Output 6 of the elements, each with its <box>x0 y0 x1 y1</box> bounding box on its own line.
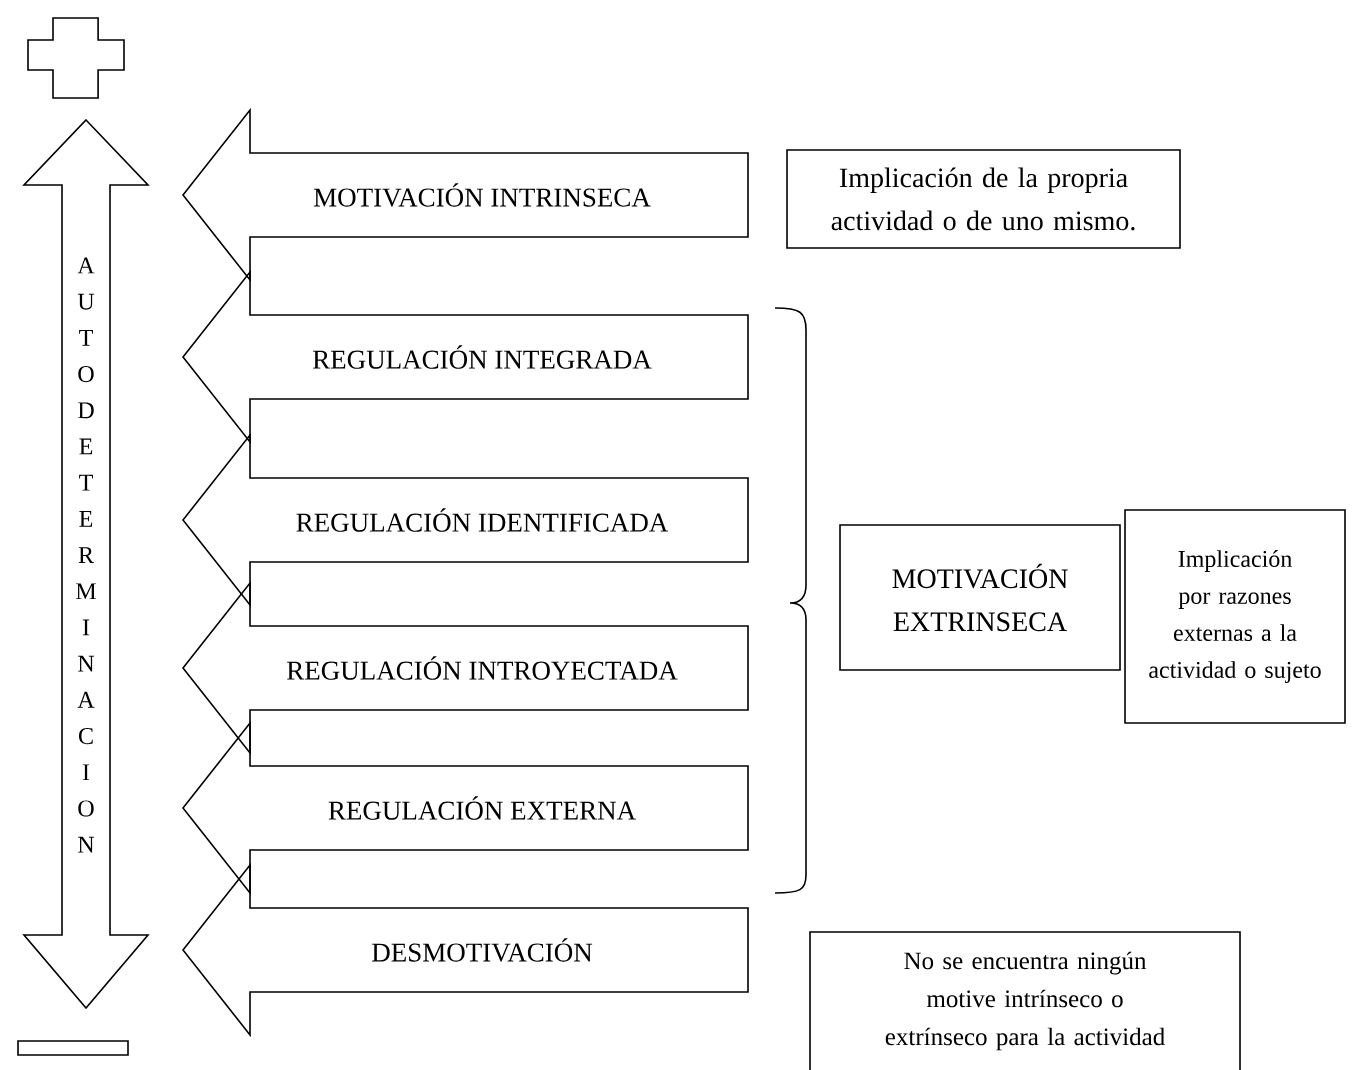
text-box: Implicación de la propria actividad o de uno mismo. <box>786 149 1181 249</box>
text-box: No se encuentra ningún motive intrínseco o extrínseco para la actividad <box>809 931 1241 1070</box>
bar-sign <box>17 1040 129 1056</box>
text-box: Implicación por razones externas a la actividad o sujeto <box>1124 509 1346 724</box>
cross-sign <box>27 17 125 99</box>
text-box: MOTIVACIÓN EXTRINSECA <box>839 524 1121 671</box>
